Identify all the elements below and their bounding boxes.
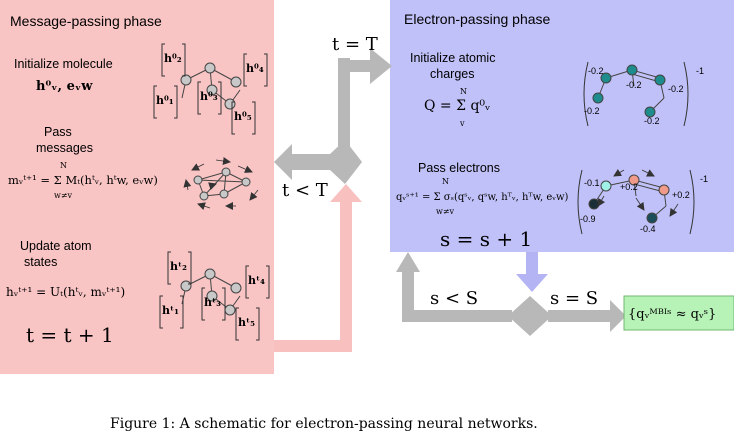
update-node-h4: hᵗ₄ <box>248 274 265 287</box>
update-node-labels: hᵗ₂ hᵗ₄ hᵗ₁ hᵗ₃ hᵗ₅ <box>162 260 265 329</box>
init-charges-formula: Q = Σ q⁰ᵥ <box>424 98 490 114</box>
pass-electrons-arrows <box>597 168 679 217</box>
s-increment: s = s + 1 <box>440 227 532 251</box>
init-charge-4: -0.2 <box>584 106 600 116</box>
pass-charge-3: +0.2 <box>672 190 690 200</box>
pass-electrons-brackets <box>577 169 695 235</box>
figure-caption: Figure 1: A schematic for electron-passi… <box>110 416 538 432</box>
pass-electrons-formula: qᵥˢ⁺¹ = Σ σₛ(qˢᵥ, qˢw, hᵀᵥ, hᵀw, eᵥw) <box>396 192 569 203</box>
init-node-labels: h⁰₂ h⁰₄ h⁰₁ h⁰₃ h⁰₅ <box>156 52 264 123</box>
t-less-T-label: t < T <box>282 180 328 201</box>
s-less-S-label: s < S <box>430 288 478 309</box>
pass-messages-sum-bottom: w≠v <box>54 191 73 200</box>
pass-messages-arrows <box>183 157 259 211</box>
s-less-S-loop-arrow <box>396 252 626 336</box>
init-charge-5: -0.2 <box>644 116 660 126</box>
pass-charge-1: -0.1 <box>584 178 600 188</box>
init-charges-sum-top: N <box>460 87 467 96</box>
pass-messages-sum-top: N <box>60 161 67 170</box>
init-charge-total: -1 <box>696 66 704 76</box>
init-molecule-label: Initialize molecule <box>14 57 113 71</box>
init-charges-sum-bottom: v <box>459 119 465 128</box>
init-charges-brackets <box>583 61 689 127</box>
pass-electrons-sum-top: N <box>442 177 449 186</box>
update-node-h1: hᵗ₁ <box>162 304 179 317</box>
pass-messages-label-1: Pass <box>44 125 72 139</box>
init-charge-3: -0.2 <box>668 84 684 94</box>
init-charges-label-2: charges <box>430 67 474 81</box>
init-node-brackets <box>153 43 268 135</box>
t-equals-T-arrow <box>338 48 392 170</box>
pass-charge-total: -1 <box>700 174 708 184</box>
init-node-h4: h⁰₄ <box>246 62 264 75</box>
init-charge-labels: -0.2 -0.2 -0.2 -0.2 -0.2 -1 <box>584 66 704 126</box>
electron-down-arrow <box>516 252 548 292</box>
update-states-label-2: states <box>24 255 57 269</box>
update-node-h2: hᵗ₂ <box>170 260 187 273</box>
init-node-h3: h⁰₃ <box>200 90 218 103</box>
init-charges-label-1: Initialize atomic <box>410 51 495 65</box>
t-less-T-arrow <box>274 140 362 184</box>
pass-messages-formula: mᵥᵗ⁺¹ = Σ Mₜ(hᵗᵥ, hᵗw, eᵥw) <box>8 173 158 187</box>
s-equals-S-label: s = S <box>550 288 598 309</box>
electron-phase-title: Electron-passing phase <box>404 11 551 27</box>
init-charges-graph <box>592 64 666 118</box>
init-node-h2: h⁰₂ <box>164 52 182 65</box>
result-box <box>623 295 734 331</box>
pink-return-arrow <box>274 184 362 352</box>
pass-electrons-graph <box>588 174 670 224</box>
update-node-brackets <box>159 251 270 341</box>
pass-messages-label-2: messages <box>36 141 93 155</box>
pass-charge-labels: -0.1 +0.2 +0.2 -0.9 -0.4 -1 <box>580 174 708 234</box>
pass-charge-5: -0.4 <box>640 224 656 234</box>
t-increment: t = t + 1 <box>26 323 114 347</box>
update-states-label-1: Update atom <box>20 239 92 253</box>
pass-electrons-label: Pass electrons <box>418 161 500 175</box>
pass-charge-4: -0.9 <box>580 214 596 224</box>
result-label: {qᵥᴹᴮᴵˢ ≈ qᵥˢ} <box>628 307 716 322</box>
init-molecule-formula: h⁰ᵥ, eᵥw <box>36 79 93 94</box>
t-equals-T-label: t = T <box>332 34 378 55</box>
pass-charge-2: +0.2 <box>620 182 638 192</box>
message-phase-title: Message-passing phase <box>10 13 162 29</box>
init-node-h5: h⁰₅ <box>234 110 252 123</box>
init-charge-1: -0.2 <box>588 66 604 76</box>
pass-electrons-sum-bottom: w≠v <box>436 207 455 216</box>
update-node-h3: hᵗ₃ <box>204 296 221 309</box>
init-node-h1: h⁰₁ <box>156 94 174 107</box>
update-node-h5: hᵗ₅ <box>238 316 255 329</box>
init-charge-2: -0.2 <box>626 80 642 90</box>
update-states-formula: hᵥᵗ⁺¹ = Uₜ(hᵗᵥ, mᵥᵗ⁺¹) <box>6 285 125 299</box>
